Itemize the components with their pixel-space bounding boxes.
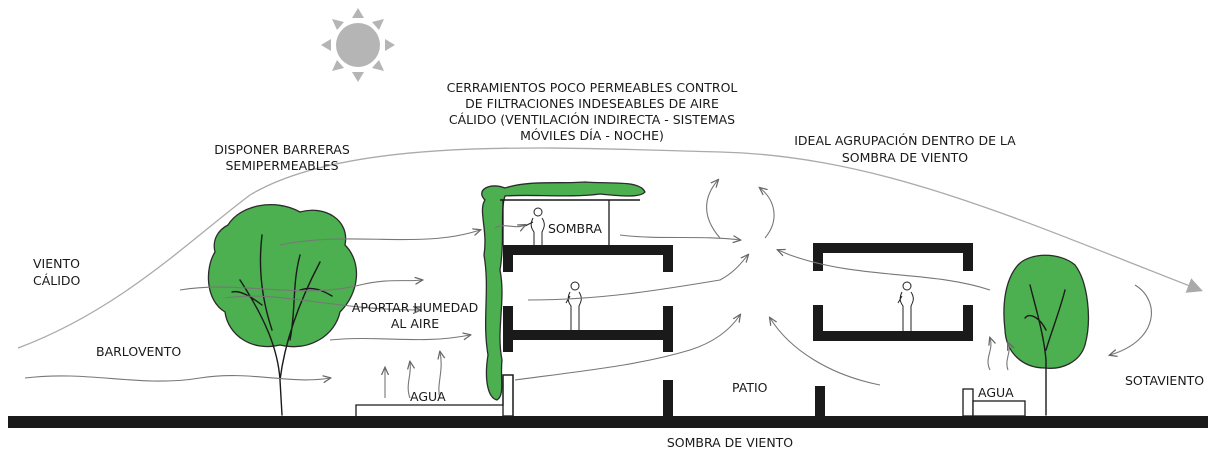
tree-icon (1003, 254, 1090, 416)
wind-shadow-label: SOMBRA DE VIENTO (667, 435, 793, 450)
ground-line (8, 416, 1208, 428)
envelope-wind-curve (17, 147, 1203, 349)
tree-icon (207, 204, 358, 416)
pergola (500, 199, 640, 245)
green-facade (481, 181, 646, 401)
person-icon (897, 281, 914, 331)
water-basin-right (962, 388, 1026, 417)
water-basin-left (355, 374, 514, 416)
roof-controls-label-4: MÓVILES DÍA - NOCHE) (520, 128, 664, 143)
water-left-label: AGUA (410, 389, 446, 404)
leeward-label: SOTAVIENTO (1125, 373, 1204, 388)
right-building (813, 243, 973, 416)
patio-label: PATIO (732, 380, 768, 395)
barriers-label-2: SEMIPERMEABLES (225, 158, 338, 173)
windward-label: BARLOVENTO (96, 344, 181, 359)
humidity-label-1: APORTAR HUMEDAD (352, 300, 478, 315)
water-right-label: AGUA (978, 385, 1014, 400)
shade-label: SOMBRA (548, 221, 602, 236)
left-building (502, 245, 673, 417)
barriers-label-1: DISPONER BARRERAS (214, 142, 350, 157)
warm-wind-label-1: VIENTO (33, 256, 80, 271)
sun-icon (321, 8, 395, 82)
roof-controls-label-3: CÁLIDO (VENTILACIÓN INDIRECTA - SISTEMAS (449, 112, 735, 127)
humidity-label-2: AL AIRE (391, 316, 439, 331)
warm-wind-label-2: CÁLIDO (33, 273, 81, 288)
roof-controls-label-2: DE FILTRACIONES INDESEABLES DE AIRE (465, 96, 719, 111)
person-icon (565, 281, 582, 330)
grouping-label-1: IDEAL AGRUPACIÓN DENTRO DE LA (794, 133, 1016, 148)
wind-arrows (24, 180, 1152, 399)
person-icon (524, 207, 545, 246)
grouping-label-2: SOMBRA DE VIENTO (842, 150, 968, 165)
roof-controls-label-1: CERRAMIENTOS POCO PERMEABLES CONTROL (447, 80, 738, 95)
